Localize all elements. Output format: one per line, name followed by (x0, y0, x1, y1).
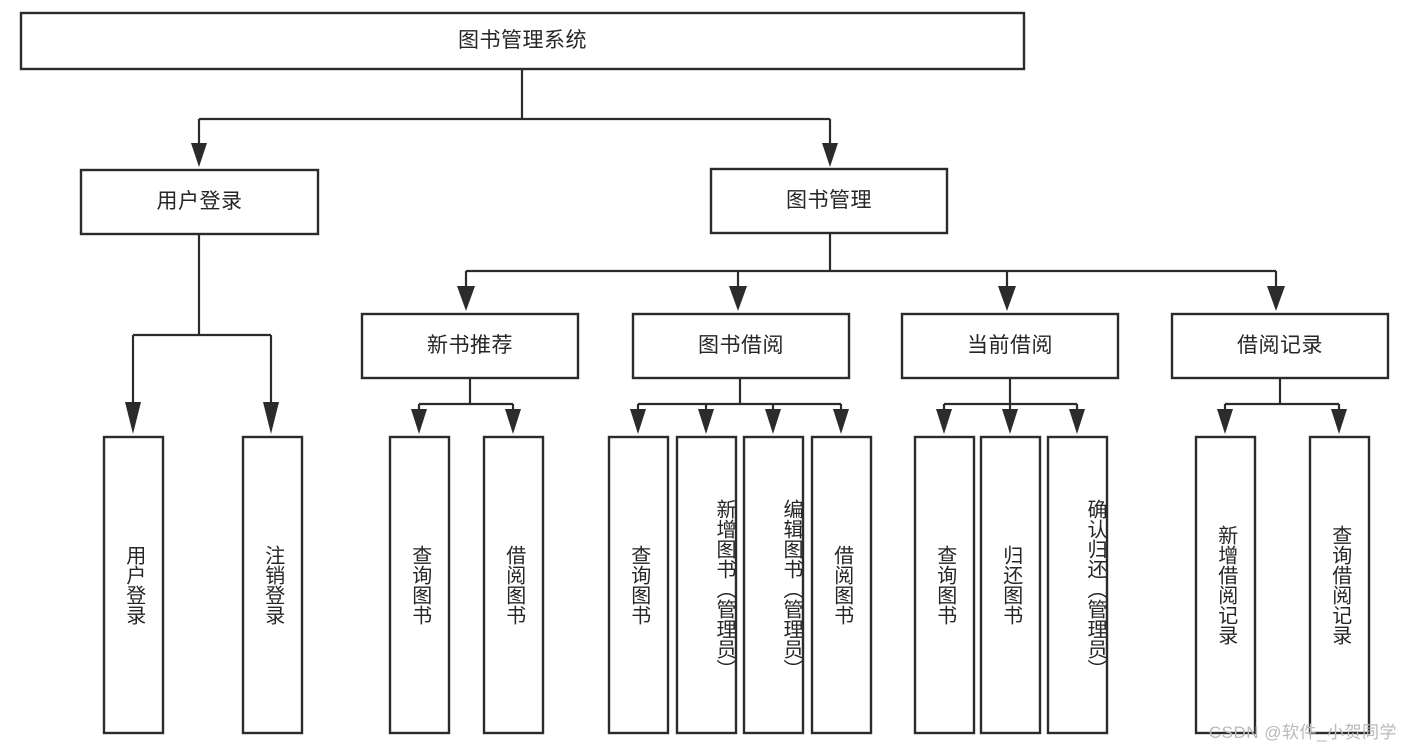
connector-group-book-borrow-to-leaves (630, 378, 849, 434)
arrowhead-book-manage (822, 143, 838, 167)
arrowhead-borrow-record (1267, 286, 1285, 311)
node-box-new-book-rec[interactable] (360, 312, 580, 380)
node-box-user-login[interactable] (79, 168, 320, 236)
csdn-watermark: CSDN @软件_小贺同学 (1208, 723, 1397, 742)
arrowhead-leaf-add-borrow-record (1217, 409, 1233, 434)
node-box-root[interactable] (19, 11, 1026, 71)
arrowhead-user-login (191, 143, 207, 167)
arrowhead-new-book-rec (457, 286, 475, 311)
arrowhead-leaf-user-login (125, 402, 141, 434)
arrowhead-leaf-borrow-book-1 (505, 409, 521, 434)
arrowhead-book-borrow (729, 286, 747, 311)
node-box-leaf-user-login[interactable] (102, 435, 165, 735)
arrowhead-leaf-confirm-return-admin (1069, 409, 1085, 434)
node-box-book-manage[interactable] (709, 167, 949, 235)
arrowhead-leaf-logout (263, 402, 279, 434)
connector-group-user-login-to-leaves (125, 234, 279, 434)
arrowhead-leaf-return-book (1002, 409, 1018, 434)
arrowhead-leaf-borrow-book-2 (833, 409, 849, 434)
node-box-book-borrow[interactable] (631, 312, 851, 380)
node-box-borrow-record[interactable] (1170, 312, 1390, 380)
arrowhead-leaf-query-book-1 (411, 409, 427, 434)
node-box-leaf-query-book-2[interactable] (607, 435, 670, 735)
arrowhead-leaf-query-book-3 (936, 409, 952, 434)
arrowhead-leaf-add-book-admin (698, 409, 714, 434)
arrowhead-current-borrow (998, 286, 1016, 311)
connector-group-book-manage-to-level3 (457, 233, 1285, 311)
node-box-leaf-confirm-return-admin[interactable] (1046, 435, 1109, 735)
node-box-leaf-query-borrow-record[interactable] (1308, 435, 1371, 735)
node-box-leaf-edit-book-admin[interactable] (742, 435, 805, 735)
connector-group-new-book-rec-to-leaves (411, 378, 521, 434)
connector-group-root-to-level2 (191, 69, 838, 167)
node-box-leaf-add-book-admin[interactable] (675, 435, 738, 735)
connector-group-current-borrow-to-leaves (936, 378, 1085, 434)
node-box-leaf-query-book-1[interactable] (388, 435, 451, 735)
arrowhead-leaf-edit-book-admin (765, 409, 781, 434)
node-box-leaf-return-book[interactable] (979, 435, 1042, 735)
arrowhead-leaf-query-borrow-record (1331, 409, 1347, 434)
node-box-leaf-query-book-3[interactable] (913, 435, 976, 735)
node-box-leaf-add-borrow-record[interactable] (1194, 435, 1257, 735)
node-box-leaf-borrow-book-1[interactable] (482, 435, 545, 735)
connector-group-borrow-record-to-leaves (1217, 378, 1347, 434)
node-box-leaf-logout[interactable] (241, 435, 304, 735)
node-box-current-borrow[interactable] (900, 312, 1120, 380)
arrowhead-leaf-query-book-2 (630, 409, 646, 434)
node-box-leaf-borrow-book-2[interactable] (810, 435, 873, 735)
